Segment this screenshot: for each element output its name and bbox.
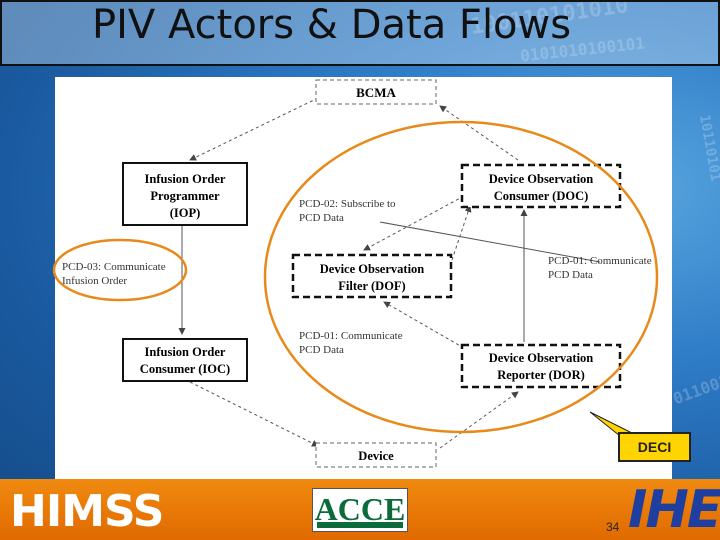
doc-box: Device Observation Consumer (DOC): [460, 163, 622, 209]
dof-doc-link-line: [379, 221, 601, 263]
acce-logo: ACCE: [312, 488, 408, 532]
bcma-box: BCMA: [315, 79, 437, 105]
bcma-to-iop-arrow: [189, 97, 319, 161]
bcma-label: BCMA: [356, 85, 396, 100]
iop-label-line1: Infusion Order: [145, 172, 226, 186]
doc-label-line2: Consumer (DOC): [494, 189, 589, 203]
pcd03-highlight-ellipse: [52, 238, 188, 302]
pcd01-doc-label-line1: PCD-01: Communicate: [548, 255, 652, 267]
ioc-to-device-arrow: [189, 381, 319, 447]
ioc-box: Infusion Order Consumer (IOC): [122, 338, 248, 382]
iop-box: Infusion Order Programmer (IOP): [122, 162, 248, 226]
device-to-dor-arrow: [439, 391, 519, 449]
doc-to-bcma-arrow: [439, 105, 519, 161]
pcd02-label-line2: PCD Data: [299, 212, 344, 224]
ioc-label-line2: Consumer (IOC): [140, 362, 230, 376]
dor-label-line1: Device Observation: [489, 351, 594, 365]
dor-label-line2: Reporter (DOR): [497, 368, 585, 382]
dof-to-doc-data-arrow: [451, 205, 472, 261]
dof-box: Device Observation Filter (DOF): [291, 253, 453, 299]
title-bar: [0, 0, 720, 66]
flow-labels: PCD-02: Subscribe to PCD Data PCD-03: Co…: [62, 198, 652, 356]
dor-box: Device Observation Reporter (DOR): [460, 343, 622, 389]
pcd03-label-line1: PCD-03: Communicate: [62, 261, 166, 273]
iop-label-line3: (IOP): [170, 206, 201, 220]
pcd03-label-line2: Infusion Order: [62, 275, 127, 287]
doc-label-line1: Device Observation: [489, 172, 594, 186]
dof-label-line2: Filter (DOF): [338, 279, 405, 293]
deci-highlight-ellipse: [263, 120, 659, 434]
slide-title: PIV Actors & Data Flows: [92, 2, 572, 48]
iop-label-line2: Programmer: [150, 189, 220, 203]
himss-logo: HIMSS: [10, 486, 164, 537]
deci-callout: DECI: [618, 432, 691, 462]
device-box: Device: [315, 442, 437, 468]
dof-label-line1: Device Observation: [320, 262, 425, 276]
ioc-label-line1: Infusion Order: [145, 345, 226, 359]
pcd01-dof-label-line1: PCD-01: Communicate: [299, 330, 403, 342]
pcd01-doc-label-line2: PCD Data: [548, 269, 593, 281]
pcd01-dof-label-line2: PCD Data: [299, 344, 344, 356]
ihe-logo: IHE: [628, 480, 720, 540]
page-number: 34: [606, 520, 620, 534]
doc-to-dof-subscribe-arrow: [363, 195, 465, 251]
acce-logo-text: ACCE: [314, 491, 406, 527]
device-label: Device: [358, 449, 394, 463]
pcd02-label-line1: PCD-02: Subscribe to: [299, 198, 396, 210]
acce-logo-bar: [317, 522, 403, 528]
